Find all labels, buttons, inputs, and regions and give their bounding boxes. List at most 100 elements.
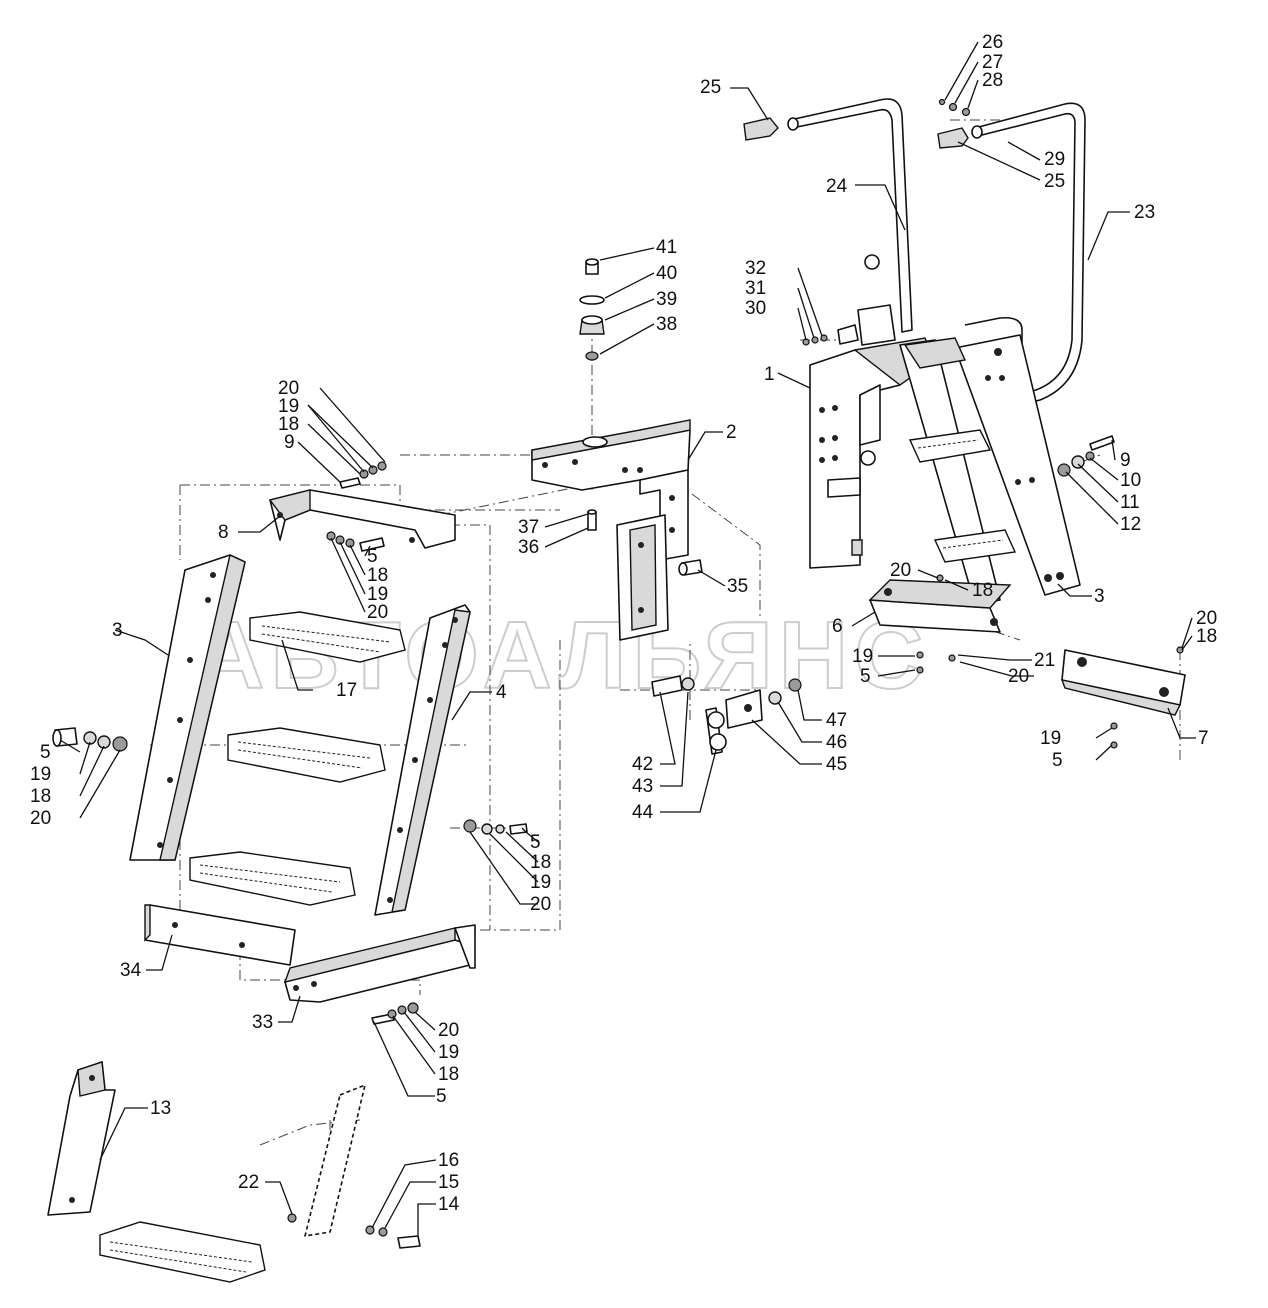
callout-10: 10: [1120, 470, 1141, 491]
callout-19-c: 19: [30, 764, 51, 785]
callout-37: 37: [518, 517, 539, 538]
bracket-33: [283, 924, 476, 1003]
callout-20-a: 20: [367, 602, 388, 623]
callout-27: 27: [982, 52, 1003, 73]
callout-19-f: 19: [1040, 728, 1061, 749]
callout-26: 26: [982, 32, 1003, 53]
callout-32: 32: [745, 258, 766, 279]
callout-41: 41: [656, 237, 677, 258]
callout-20-b: 20: [890, 560, 911, 581]
bolt-9-10-11-12: [1057, 435, 1115, 477]
handrail-24: [787, 98, 913, 333]
callout-35: 35: [727, 576, 748, 597]
tread-bottom: [99, 1221, 266, 1283]
tread-lower: [189, 851, 356, 906]
cap-25-left: [743, 117, 779, 141]
callout-labels: 26 27 28 25 29 25 24 23 41 40 39 38 32 3…: [30, 32, 1217, 1215]
fasteners-14-15-16-22: [287, 1213, 421, 1249]
callout-20-e: 20: [30, 808, 51, 829]
callout-3-left: 3: [112, 620, 123, 641]
clamp-group: [651, 675, 802, 755]
callout-5-a: 5: [367, 546, 378, 567]
callout-19-top: 19: [278, 396, 299, 417]
callout-24: 24: [826, 176, 848, 197]
callout-9-left: 9: [284, 432, 295, 453]
bracket-1: [809, 254, 936, 569]
callout-25-right: 25: [1044, 171, 1065, 192]
top-fastener-stack: [579, 258, 605, 361]
callout-17: 17: [336, 680, 357, 701]
callout-19-e: 19: [530, 872, 551, 893]
callout-13: 13: [150, 1098, 171, 1119]
tread-17: [249, 611, 406, 663]
callout-18-a: 18: [367, 565, 388, 586]
small-fasteners-right: [802, 334, 1184, 749]
callout-11: 11: [1120, 492, 1140, 513]
callout-19-b: 19: [852, 646, 873, 667]
callout-3-right: 3: [1094, 586, 1105, 607]
callout-45: 45: [826, 754, 847, 775]
callout-5-c: 5: [40, 742, 51, 763]
bracket-8: [268, 489, 456, 549]
callout-47: 47: [826, 710, 847, 731]
callout-42: 42: [632, 754, 653, 775]
callout-40: 40: [656, 263, 677, 284]
callout-30: 30: [745, 298, 766, 319]
callout-28: 28: [982, 70, 1003, 91]
callout-5-d: 5: [530, 832, 541, 853]
callout-18-d: 18: [1196, 626, 1217, 647]
callout-15: 15: [438, 1172, 459, 1193]
fasteners-33: [371, 1002, 419, 1025]
callout-44: 44: [632, 802, 654, 823]
callout-9-right: 9: [1120, 450, 1131, 471]
callout-31: 31: [745, 278, 766, 299]
callout-18-g: 18: [438, 1064, 459, 1085]
callout-18-c: 18: [30, 786, 51, 807]
callout-20-c: 20: [1008, 666, 1029, 687]
callout-18-e: 18: [530, 852, 551, 873]
callout-1: 1: [764, 364, 775, 385]
ladder-3-right: [899, 334, 1081, 606]
callout-29: 29: [1044, 149, 1065, 170]
callout-2: 2: [726, 422, 737, 443]
pin-35: [678, 559, 703, 576]
ladder-3-left: [129, 553, 246, 861]
bracket-slide: [616, 514, 669, 641]
pivot-pin-right: [837, 324, 876, 466]
bracket-6: [868, 579, 1012, 633]
bracket-7: [1060, 649, 1186, 716]
callout-38: 38: [656, 314, 677, 335]
bracket-34: [144, 904, 296, 966]
callout-33: 33: [252, 1012, 273, 1033]
callout-12: 12: [1120, 514, 1141, 535]
callout-14: 14: [438, 1194, 460, 1215]
callout-18-top: 18: [278, 414, 299, 435]
plate-dashed: [304, 1084, 366, 1237]
callout-19-g: 19: [438, 1042, 459, 1063]
leader-lines: [59, 41, 1196, 1236]
callout-34: 34: [120, 960, 142, 981]
callout-16: 16: [438, 1150, 459, 1171]
callout-20-top: 20: [278, 378, 299, 399]
callout-5-b: 5: [860, 666, 871, 687]
callout-36: 36: [518, 537, 539, 558]
callout-5-e: 5: [1052, 750, 1063, 771]
bracket-13: [47, 1061, 116, 1216]
callout-7: 7: [1198, 728, 1209, 749]
callout-20-f: 20: [530, 894, 551, 915]
callout-43: 43: [632, 776, 653, 797]
callout-22: 22: [238, 1172, 259, 1193]
callout-4: 4: [496, 682, 507, 703]
callout-23: 23: [1134, 202, 1155, 223]
callout-20-d: 20: [1196, 608, 1217, 629]
callout-19-a: 19: [367, 584, 388, 605]
pin-36-37: [587, 509, 597, 531]
callout-25-left: 25: [700, 77, 721, 98]
callout-39: 39: [656, 289, 677, 310]
callout-21: 21: [1034, 650, 1055, 671]
callout-5-g: 5: [436, 1086, 447, 1107]
fasteners-9-18-19-20: [326, 461, 387, 552]
callout-8: 8: [218, 522, 229, 543]
screw-26-27-28: [938, 98, 971, 117]
